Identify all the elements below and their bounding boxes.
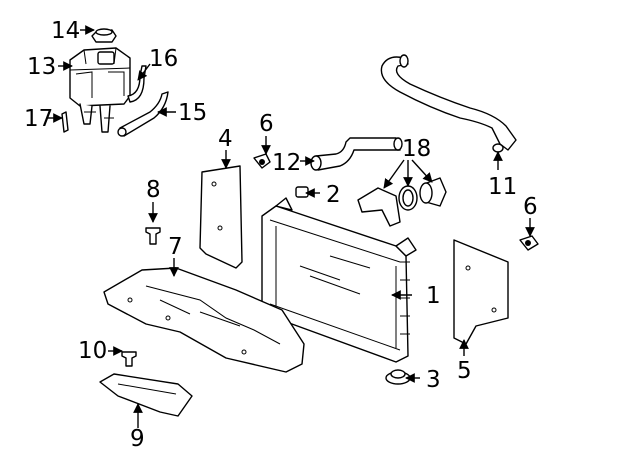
- callout-10: 10: [78, 338, 107, 364]
- callout-12: 12: [272, 150, 301, 176]
- callout-4: 4: [218, 126, 233, 152]
- hose-fittings: [357, 177, 447, 227]
- callout-7: 7: [168, 234, 183, 260]
- fastener-8: [145, 227, 161, 245]
- callout-3: 3: [426, 367, 441, 393]
- callout-16: 16: [149, 46, 178, 72]
- hose-clip: [61, 111, 69, 133]
- callout-15: 15: [178, 100, 207, 126]
- callout-13: 13: [27, 54, 56, 80]
- coolant-reservoir: [69, 47, 131, 133]
- fastener-2: [295, 186, 309, 198]
- fastener-10: [121, 351, 137, 367]
- fastener-6-right: [519, 235, 539, 251]
- lower-radiator-hose: [315, 137, 401, 171]
- callout-5: 5: [457, 358, 472, 384]
- fastener-3: [385, 369, 411, 385]
- callout-14: 14: [51, 18, 80, 44]
- callout-1: 1: [426, 283, 441, 309]
- upper-radiator-hose: [380, 56, 517, 151]
- reservoir-hose: [119, 91, 169, 137]
- callout-6-right: 6: [523, 194, 538, 220]
- radiator: [261, 197, 417, 363]
- left-air-deflector: [199, 165, 243, 269]
- leader-lines: [48, 25, 535, 428]
- callout-2: 2: [326, 182, 341, 208]
- lower-shield: [99, 373, 193, 417]
- callout-6-upper: 6: [259, 111, 274, 137]
- fastener-6-upper: [253, 153, 271, 169]
- callout-18: 18: [402, 136, 431, 162]
- callout-11: 11: [488, 174, 517, 200]
- callout-8: 8: [146, 177, 161, 203]
- right-air-deflector: [453, 239, 509, 345]
- reservoir-cap: [91, 28, 117, 43]
- callout-17: 17: [24, 106, 53, 132]
- callout-9: 9: [130, 426, 145, 452]
